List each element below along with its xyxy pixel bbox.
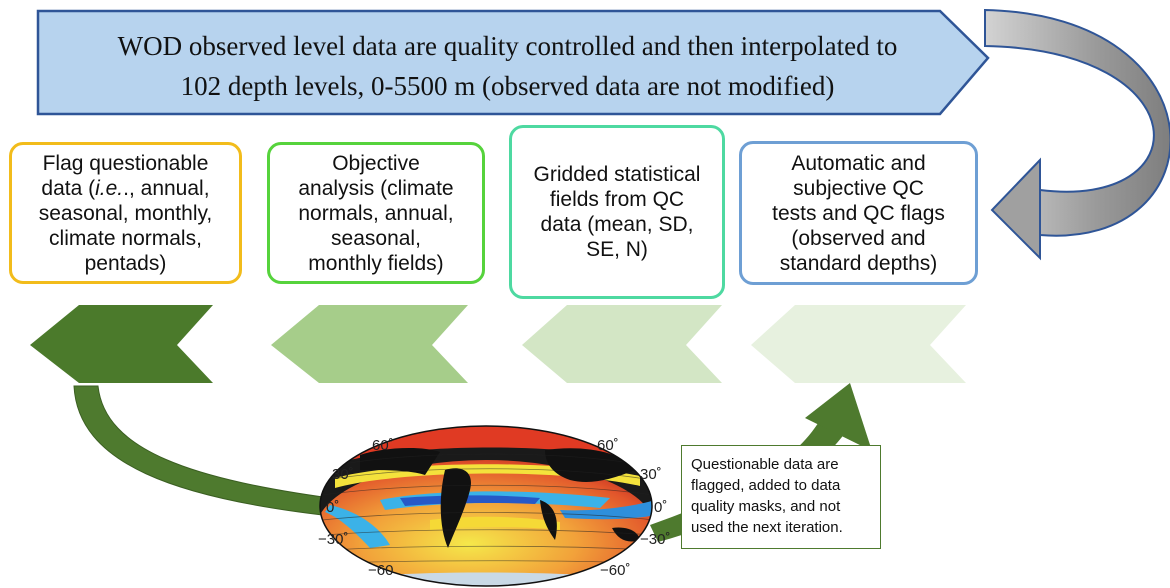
lat-label-left-minus30: −30˚ <box>318 531 349 548</box>
step-flag-questionable-data: Flag questionable data (i.e.., annual, s… <box>9 142 242 284</box>
step-gridded-line-2: fields from QC <box>549 188 685 211</box>
lat-label-right-60: 60˚ <box>597 437 619 454</box>
lat-label-right-30: 30˚ <box>640 466 662 483</box>
step-qc-line-2: subjective QC <box>793 176 924 200</box>
header-arrow-shape <box>36 9 990 116</box>
step-qc-line-1: Automatic and <box>791 151 926 175</box>
lat-label-right-0: 0˚ <box>654 499 668 516</box>
step-qc-line-5: standard depths) <box>779 251 938 275</box>
step-gridded-line-1: Gridded statistical <box>533 163 701 186</box>
lat-label-right-minus30: −30˚ <box>640 531 671 548</box>
curved-arrow-to-map <box>73 385 351 519</box>
lat-label-left-30: 30˚ <box>332 466 354 483</box>
note-line-1: Questionable data are <box>691 456 839 473</box>
u-turn-arrow <box>984 8 1170 261</box>
step-flag-line-3: seasonal, monthly, <box>38 201 213 225</box>
lat-label-left-0: 0˚ <box>326 499 340 516</box>
lat-label-left-60: 60˚ <box>372 437 394 454</box>
step-objective-line-3: normals, annual, <box>298 201 454 225</box>
questionable-data-note: Questionable data are flagged, added to … <box>681 445 881 549</box>
chevron-row <box>30 305 966 383</box>
step-flag-line-4: climate normals, <box>49 226 202 250</box>
note-line-3: quality masks, and not <box>691 498 841 515</box>
note-line-2: flagged, added to data <box>691 477 841 494</box>
header-line-2: 102 depth levels, 0-5500 m (observed dat… <box>180 71 835 101</box>
step-flag-line-1: Flag questionable <box>42 151 209 175</box>
chevron-2 <box>271 305 468 383</box>
header-text: WOD observed level data are quality cont… <box>55 26 960 106</box>
step-objective-analysis: Objective analysis (climate normals, ann… <box>267 142 485 284</box>
step-flag-line-5: pentads) <box>84 251 167 275</box>
step-gridded-statistical-fields: Gridded statistical fields from QC data … <box>509 125 725 299</box>
step-qc-line-3: tests and QC flags <box>772 201 945 225</box>
header-line-1: WOD observed level data are quality cont… <box>117 31 898 61</box>
curved-arrow-up-head <box>805 383 872 451</box>
step-gridded-line-3: data (mean, SD, <box>540 213 694 236</box>
chevron-1 <box>30 305 213 383</box>
step-objective-line-1: Objective <box>332 151 420 175</box>
step-qc-line-4: (observed and <box>791 226 926 250</box>
step-objective-line-4: seasonal, <box>331 226 421 250</box>
note-line-4: used the next iteration. <box>691 519 843 536</box>
step-flag-line-2: data (i.e.., annual, <box>41 176 210 200</box>
u-turn-arrow-head <box>990 157 1041 261</box>
lat-label-left-minus60: −60 <box>368 562 394 579</box>
chevron-3 <box>522 305 722 383</box>
step-gridded-line-4: SE, N) <box>586 238 648 261</box>
lat-label-right-minus60: −60˚ <box>600 562 631 579</box>
step-automatic-subjective-qc: Automatic and subjective QC tests and QC… <box>739 141 978 285</box>
step-objective-line-2: analysis (climate <box>298 176 454 200</box>
step-objective-line-5: monthly fields) <box>308 251 444 275</box>
chevron-4 <box>751 305 966 383</box>
